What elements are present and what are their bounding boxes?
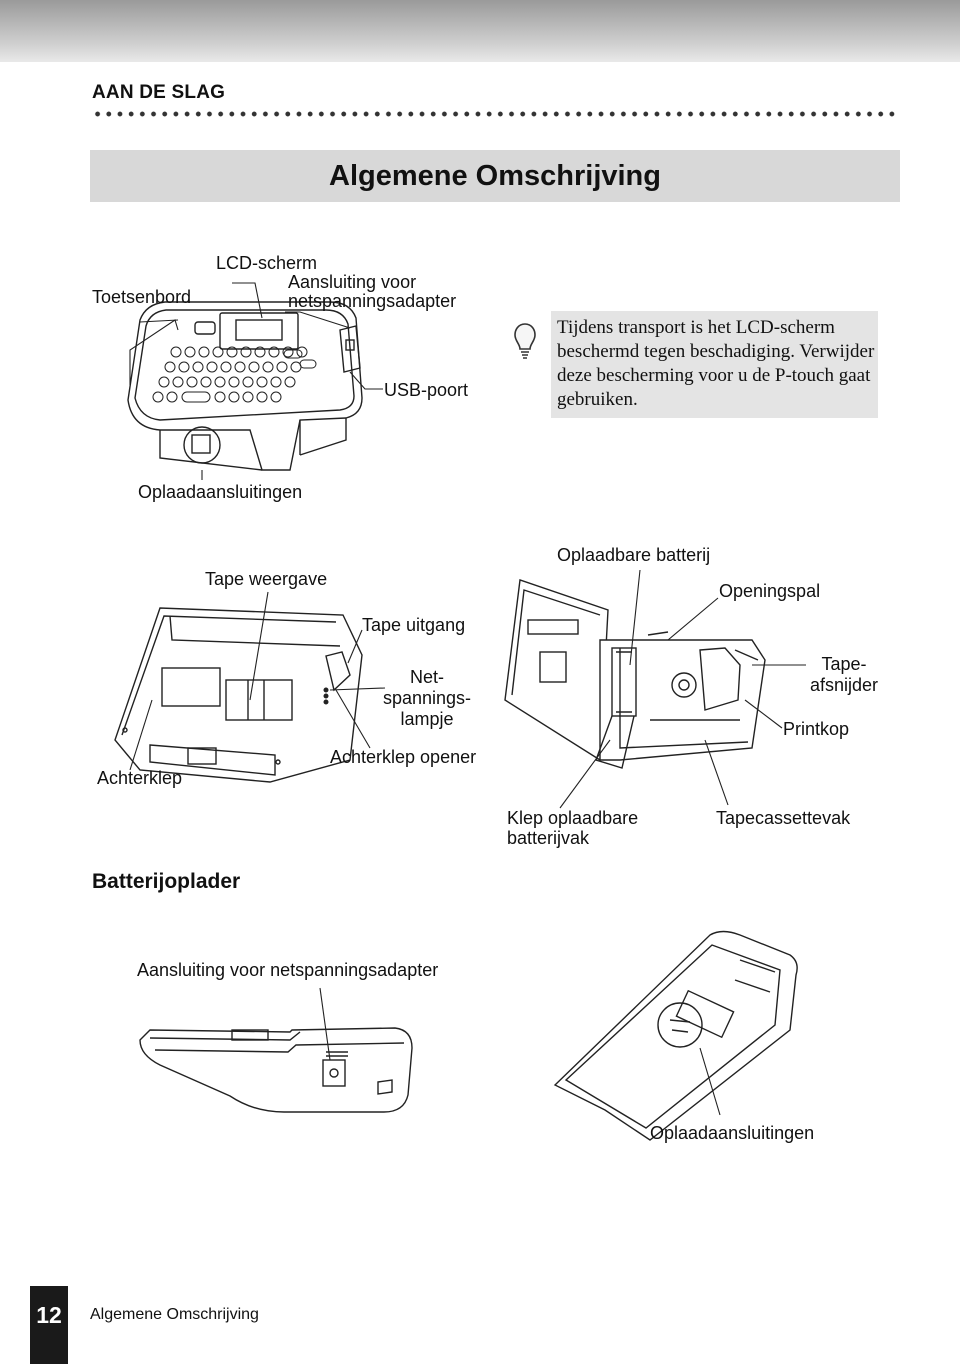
label-klep-2: batterijvak xyxy=(507,828,590,848)
note-text: Tijdens transport is het LCD-scherm besc… xyxy=(557,317,875,410)
ptouch-open-illustration xyxy=(504,579,766,769)
label-lcd-scherm: LCD-scherm xyxy=(216,253,318,273)
label-openingspal: Openingspal xyxy=(719,581,821,601)
title-bar: Algemene Omschrijving xyxy=(90,150,900,202)
label-netspanningslampje-3: lampje xyxy=(400,709,454,729)
charger-heading: Batterijoplader xyxy=(92,870,241,893)
label-tapeafsnijder-1: Tape- xyxy=(821,654,867,674)
ptouch-top-illustration xyxy=(127,301,363,471)
label-charger-adapter: Aansluiting voor netspanningsadapter xyxy=(137,960,439,980)
label-netspanningslampje-2: spannings- xyxy=(382,688,472,708)
charge-terminals-circle xyxy=(183,426,221,464)
section-heading: AAN DE SLAG xyxy=(92,82,226,103)
label-tapecassettevak: Tapecassettevak xyxy=(716,808,851,828)
tape-window xyxy=(225,679,293,721)
top-bar xyxy=(0,0,960,62)
adapter-jack xyxy=(322,1059,346,1087)
label-printkop: Printkop xyxy=(783,719,850,739)
charger-top-illustration xyxy=(553,930,798,1141)
page-number-tab: 12 xyxy=(30,1286,68,1364)
label-tapeafsnijder-2: afsnijder xyxy=(809,675,879,695)
label-klep-1: Klep oplaadbare xyxy=(507,808,639,828)
label-usb-poort: USB-poort xyxy=(384,380,469,400)
charger-terminals-circle xyxy=(657,1002,703,1048)
charger-side-illustration xyxy=(139,1027,413,1113)
label-adapter-line1: Aansluiting voor xyxy=(288,272,417,292)
lcd-screen xyxy=(219,312,299,350)
label-adapter-line2: netspanningsadapter xyxy=(288,291,457,311)
label-toetsenbord: Toetsenbord xyxy=(92,287,192,307)
lightbulb-icon xyxy=(513,322,537,365)
label-charger-oplaadaansluitingen: Oplaadaansluitingen xyxy=(650,1123,815,1143)
note-box: Tijdens transport is het LCD-scherm besc… xyxy=(551,311,878,418)
label-oplaadbare-batterij: Oplaadbare batterij xyxy=(557,545,711,565)
page-title: Algemene Omschrijving xyxy=(329,160,661,192)
battery xyxy=(611,647,637,717)
dotted-divider xyxy=(92,110,900,118)
label-tape-uitgang: Tape uitgang xyxy=(362,615,466,635)
label-achterklep: Achterklep xyxy=(97,768,183,788)
page-number: 12 xyxy=(36,1302,62,1328)
footer-text: Algemene Omschrijving xyxy=(90,1306,259,1323)
ptouch-rear-illustration xyxy=(114,607,363,783)
label-netspanningslampje-1: Net- xyxy=(409,667,444,687)
tape-exit xyxy=(325,651,351,692)
label-achterklep-opener: Achterklep opener xyxy=(330,747,477,767)
label-tape-weergave: Tape weergave xyxy=(205,569,328,589)
label-oplaadaansluitingen: Oplaadaansluitingen xyxy=(138,482,303,502)
